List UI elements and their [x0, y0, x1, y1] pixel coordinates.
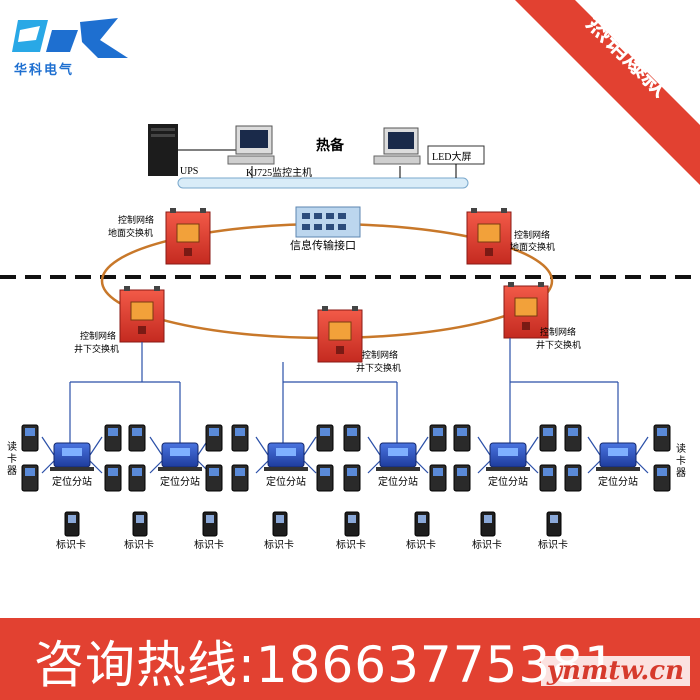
- card-reader-icon: [343, 424, 361, 452]
- ug-switch-right-icon: [503, 282, 549, 339]
- reader-side-char: 读: [7, 440, 17, 453]
- station-label: 定位分站: [488, 475, 528, 488]
- reader-side-char: 器: [7, 465, 17, 477]
- hotbackup-label: 热备: [316, 137, 345, 154]
- ups-label: UPS: [180, 166, 198, 177]
- card-reader-icon: [104, 464, 122, 492]
- ug-switch-left-icon: [119, 286, 165, 343]
- station-label: 定位分站: [266, 475, 306, 488]
- station-label: 定位分站: [160, 475, 200, 488]
- card-reader-icon: [453, 464, 471, 492]
- card-label: 标识卡: [194, 538, 224, 551]
- card-reader-icon: [231, 424, 249, 452]
- reader-side-char: 卡: [7, 452, 17, 465]
- card-reader-icon: [231, 464, 249, 492]
- station-label: 定位分站: [598, 475, 638, 488]
- hotline-text: 咨询热线:18663775381: [34, 636, 617, 694]
- id-card-icon: [546, 511, 562, 537]
- surface-switch-left-label-2: 地面交换机: [108, 227, 153, 239]
- switch-group: [119, 208, 549, 363]
- card-label: 标识卡: [406, 538, 436, 551]
- card-reader-icon: [343, 464, 361, 492]
- station-label: 定位分站: [52, 475, 92, 488]
- reader-side-label-left: 读卡器: [7, 440, 17, 477]
- card-reader-icon: [104, 424, 122, 452]
- surface-switch-left-icon: [165, 208, 211, 265]
- card-label: 标识卡: [264, 538, 294, 551]
- card-reader-icon: [128, 424, 146, 452]
- ug-switch-center-label-2: 井下交换机: [356, 362, 401, 374]
- surface-switch-right-icon: [466, 208, 512, 265]
- hot-sale-banner: [515, 0, 700, 185]
- reader-side-char: 读: [676, 442, 686, 455]
- station-labels: 定位分站 定位分站 定位分站 定位分站 定位分站 定位分站: [52, 475, 638, 488]
- card-reader-icon: [21, 424, 39, 452]
- card-label: 标识卡: [472, 538, 502, 551]
- card-reader-icon: [653, 424, 671, 452]
- card-reader-icon: [128, 464, 146, 492]
- card-reader-icon: [429, 464, 447, 492]
- card-label: 标识卡: [124, 538, 154, 551]
- led-label: LED大屏: [432, 150, 471, 163]
- card-reader-icon: [205, 424, 223, 452]
- ug-switch-left-label-1: 控制网络: [80, 330, 116, 342]
- reader-side-char: 卡: [676, 454, 686, 467]
- card-label: 标识卡: [336, 538, 366, 551]
- top-network-bar: [177, 177, 469, 189]
- positioning-station-icon: [50, 442, 94, 471]
- card-reader-icon: [564, 464, 582, 492]
- id-card-icon: [64, 511, 80, 537]
- reader-side-char: 器: [676, 467, 686, 479]
- card-reader-icon: [539, 464, 557, 492]
- positioning-station-icon: [596, 442, 640, 471]
- card-reader-icon: [564, 424, 582, 452]
- id-card-icon: [132, 511, 148, 537]
- positioning-station-icon: [486, 442, 530, 471]
- ug-switch-left-label-2: 井下交换机: [74, 343, 119, 355]
- card-reader-icon: [429, 424, 447, 452]
- surface-switch-right-label-1: 控制网络: [514, 229, 550, 241]
- transmission-interface-icon: [295, 206, 361, 238]
- card-reader-icon: [21, 464, 39, 492]
- card-labels: 标识卡 标识卡 标识卡 标识卡 标识卡 标识卡 标识卡 标识卡: [56, 538, 568, 551]
- brand-name: 华科电气: [14, 63, 75, 78]
- id-card-icon: [272, 511, 288, 537]
- ug-switch-center-icon: [317, 306, 363, 363]
- card-label: 标识卡: [56, 538, 86, 551]
- id-card-icon: [480, 511, 496, 537]
- id-card-icon: [344, 511, 360, 537]
- card-reader-icon: [453, 424, 471, 452]
- id-card-icon: [414, 511, 430, 537]
- ug-switch-right-label-2: 井下交换机: [536, 339, 581, 351]
- surface-switch-left-label-1: 控制网络: [118, 214, 154, 226]
- card-reader-icon: [316, 424, 334, 452]
- ug-switch-right-label-1: 控制网络: [540, 326, 576, 338]
- device-group: [21, 424, 671, 537]
- host-label: KJ725监控主机: [246, 166, 312, 179]
- card-reader-icon: [539, 424, 557, 452]
- ups-icon: [148, 124, 178, 176]
- positioning-station-icon: [158, 442, 202, 471]
- card-reader-icon: [316, 464, 334, 492]
- positioning-station-icon: [264, 442, 308, 471]
- monitor-host-icon: [227, 125, 275, 165]
- card-reader-icon: [205, 464, 223, 492]
- station-label: 定位分站: [378, 475, 418, 488]
- logo-mark-icon: [12, 18, 128, 58]
- card-reader-icon: [653, 464, 671, 492]
- id-card-icon: [202, 511, 218, 537]
- watermark-text: ynmtw.cn: [540, 656, 690, 686]
- interface-label: 信息传输接口: [290, 238, 356, 252]
- ug-switch-center-label-1: 控制网络: [362, 349, 398, 361]
- surface-switch-right-label-2: 地面交换机: [510, 241, 555, 253]
- positioning-station-icon: [376, 442, 420, 471]
- backup-computer-icon: [373, 127, 421, 165]
- reader-side-label-right: 读卡器: [676, 442, 686, 479]
- card-label: 标识卡: [538, 538, 568, 551]
